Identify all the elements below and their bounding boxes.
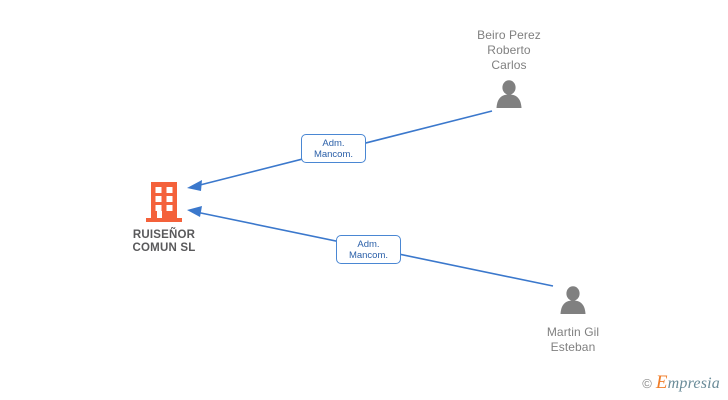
relation-label-beiro-perez[interactable]: Adm. Mancom. bbox=[301, 134, 366, 163]
brand-name: Empresia bbox=[656, 372, 720, 394]
relation-label-text: Adm. Mancom. bbox=[313, 137, 354, 160]
person-node-martin-gil-esteban[interactable]: Martin Gil Esteban bbox=[493, 286, 653, 355]
relation-label-martin-gil[interactable]: Adm. Mancom. bbox=[336, 235, 401, 264]
brand-initial: E bbox=[655, 372, 668, 393]
arrowhead-martin-gil bbox=[187, 206, 202, 217]
company-name-label: RUISEÑOR COMUN SL bbox=[132, 229, 196, 254]
company-node-ruisenor-comun-sl[interactable]: RUISEÑOR COMUN SL bbox=[79, 180, 249, 255]
brand-rest: mpresia bbox=[667, 375, 720, 392]
copyright-icon: © bbox=[642, 375, 652, 391]
relation-label-text: Adm. Mancom. bbox=[348, 238, 389, 261]
arrowhead-beiro-perez bbox=[187, 180, 202, 191]
person-icon bbox=[429, 80, 589, 113]
building-icon bbox=[79, 180, 249, 229]
person-node-beiro-perez-roberto-carlos[interactable]: Beiro Perez Roberto Carlos bbox=[429, 28, 589, 113]
empresia-watermark: © Empresia bbox=[642, 372, 720, 394]
person-icon bbox=[493, 286, 653, 319]
person-name-label-beiro-perez: Beiro Perez Roberto Carlos bbox=[477, 28, 541, 72]
person-name-label-martin-gil: Martin Gil Esteban bbox=[546, 325, 600, 354]
